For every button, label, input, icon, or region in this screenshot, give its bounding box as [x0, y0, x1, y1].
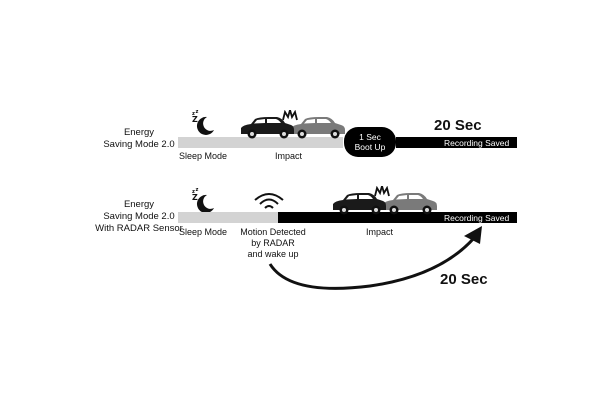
svg-text:z: z	[192, 111, 195, 117]
row1-impact-label: Impact	[275, 151, 303, 161]
sleep-moon-icon: z z Z	[192, 187, 214, 213]
row1-sleep-bar	[178, 137, 343, 148]
row2-motion-label: Motion Detected by RADAR and wake up	[233, 227, 313, 260]
radar-wave-icon	[254, 193, 284, 209]
boot-up-line2: Boot Up	[354, 142, 386, 152]
row1-mode-label-line1: Energy	[123, 127, 155, 138]
boot-up-badge: 1 Sec Boot Up	[344, 127, 396, 157]
row2-mode-label-line3: With RADAR Sensor	[95, 223, 183, 234]
collision-burst-icon	[374, 186, 390, 197]
row2-recording-bar	[278, 212, 517, 223]
row2-cars-collision	[333, 193, 437, 215]
svg-text:Z: Z	[192, 115, 198, 124]
row2-mode-label-line1: Energy	[123, 199, 155, 210]
row1-recording-bar	[396, 137, 517, 148]
row1-recording-label: Recording Saved	[444, 138, 510, 148]
row2-impact-label: Impact	[366, 227, 394, 237]
row2-mode-label: Energy Saving Mode 2.0 With RADAR Sensor	[79, 199, 199, 235]
row1-cars-collision	[241, 117, 345, 139]
row2-duration-label: 20 Sec	[440, 271, 488, 288]
row2-motion-line3: and wake up	[247, 249, 299, 259]
row1-mode-label: Energy Saving Mode 2.0	[79, 127, 199, 151]
collision-burst-icon	[282, 110, 298, 121]
row2-motion-line1: Motion Detected	[240, 227, 306, 237]
svg-text:Z: Z	[192, 193, 198, 202]
svg-text:z: z	[196, 109, 199, 115]
svg-text:z: z	[192, 189, 195, 195]
sleep-moon-icon: z z Z	[192, 109, 214, 135]
row2-sleep-bar	[178, 212, 278, 223]
row2-mode-label-line2: Saving Mode 2.0	[103, 211, 175, 222]
row2-sleep-label: Sleep Mode	[179, 227, 228, 237]
car-icon	[333, 193, 386, 215]
boot-up-line1: 1 Sec	[359, 132, 381, 142]
car-icon	[241, 117, 294, 139]
row1-mode-label-line2: Saving Mode 2.0	[103, 139, 175, 150]
row1-sleep-label: Sleep Mode	[179, 151, 228, 161]
curved-arrow-icon	[268, 226, 482, 290]
car-icon	[291, 117, 345, 139]
car-icon	[383, 193, 437, 215]
row1-duration-label: 20 Sec	[434, 117, 482, 134]
svg-text:z: z	[196, 187, 199, 193]
row2-motion-line2: by RADAR	[251, 238, 295, 248]
row2-recording-label: Recording Saved	[444, 213, 510, 223]
